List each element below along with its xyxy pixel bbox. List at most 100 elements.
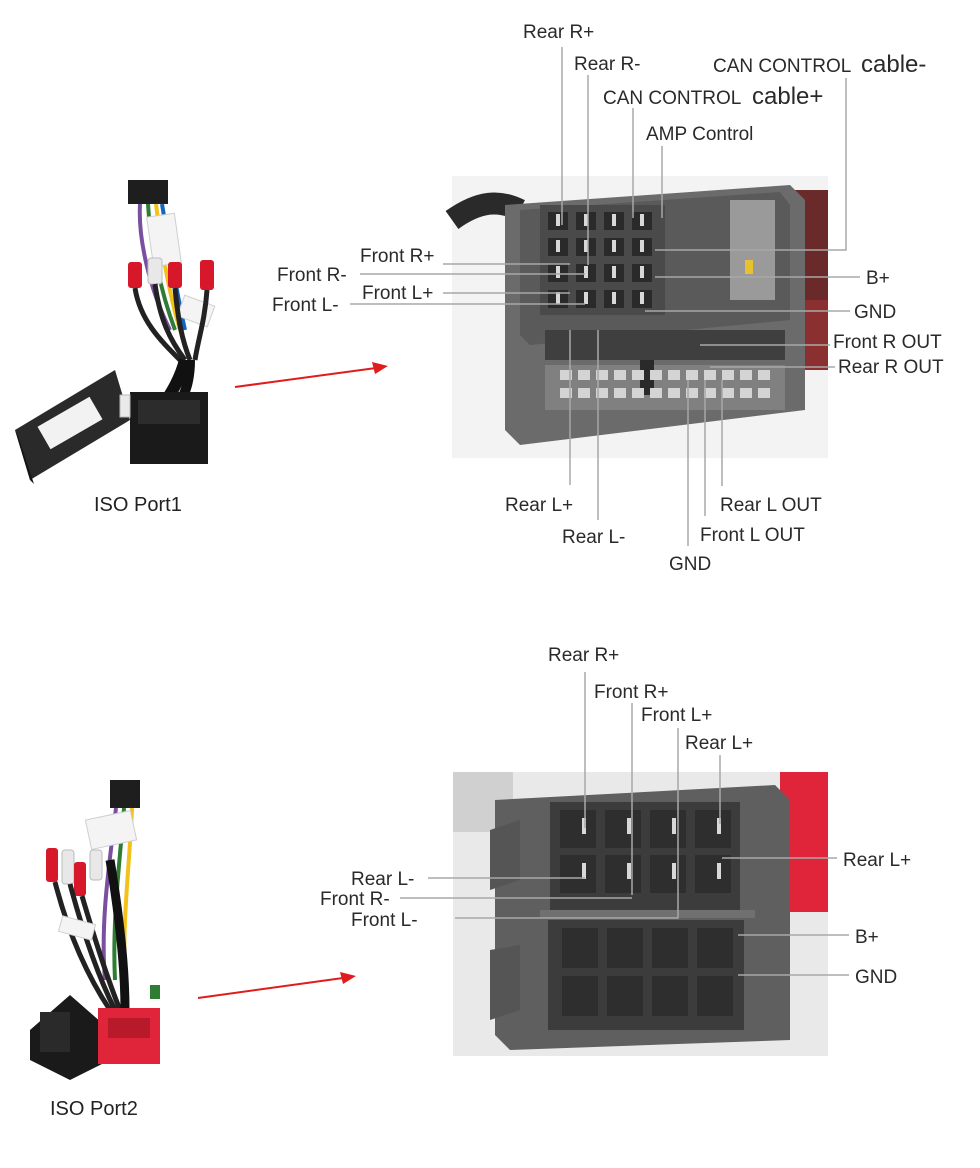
port2-pin xyxy=(672,818,676,834)
p1-label-front-r-minus: Front R- xyxy=(277,265,347,286)
port1-lower-pin-cell xyxy=(650,388,662,398)
port1-lower-pin-cell xyxy=(758,388,770,398)
port1-pin xyxy=(556,292,560,304)
port2-lower-pin-cell xyxy=(607,928,643,968)
port1-lower-pin-cell xyxy=(578,370,590,380)
port1-lower-pin-cell xyxy=(614,388,626,398)
port1-arrow xyxy=(234,362,388,388)
p1-label-rear-l-minus: Rear L- xyxy=(562,527,625,548)
p2-label-front-l-plus: Front L+ xyxy=(641,705,712,726)
port2-pin-cell xyxy=(695,810,731,848)
port1-lower-pin-cell xyxy=(758,370,770,380)
port1-pin xyxy=(640,266,644,278)
port2-lower-pin-cell xyxy=(652,928,688,968)
port1-lower-pin-cell xyxy=(668,388,680,398)
port2-leader-lines xyxy=(400,672,849,976)
p1-label-rear-r-minus: Rear R- xyxy=(574,54,641,75)
p1-label-amp-control: AMP Control xyxy=(646,124,753,145)
port1-lower-pin-cell xyxy=(668,370,680,380)
p2-label-front-r-plus: Front R+ xyxy=(594,682,668,703)
port1-lower-pin-cell xyxy=(578,388,590,398)
port1-pin xyxy=(556,240,560,252)
port1-name: ISO Port1 xyxy=(94,494,182,516)
port2-pin xyxy=(582,863,586,879)
port1-lower-pin-cell xyxy=(686,388,698,398)
p1-label-front-l-out: Front L OUT xyxy=(700,525,805,546)
port2-pin xyxy=(582,818,586,834)
port1-lower-pin-cell xyxy=(686,370,698,380)
port1-lower-pin-cell xyxy=(722,388,734,398)
port1-pin xyxy=(584,292,588,304)
p1-label-front-r-plus: Front R+ xyxy=(360,246,434,267)
port1-lower-pin-cell xyxy=(632,370,644,380)
port1-pin xyxy=(640,292,644,304)
port1-pin xyxy=(556,214,560,226)
port2-pin-cell xyxy=(560,855,596,893)
p1-label-can-cable-minus-b: cable- xyxy=(861,51,926,78)
port2-arrow xyxy=(197,972,356,999)
port1-pin xyxy=(612,214,616,226)
port2-lower-pin-cell xyxy=(652,976,688,1016)
port2-lower-pin-cell xyxy=(697,976,733,1016)
port1-lower-pin-cell xyxy=(650,370,662,380)
port2-pin-cell xyxy=(605,810,641,848)
p2-label-rear-l-minus: Rear L- xyxy=(351,869,414,890)
port2-pin xyxy=(672,863,676,879)
p1-label-can-cable-plus-b: cable+ xyxy=(752,83,823,110)
port1-pin xyxy=(556,266,560,278)
p2-label-rear-r-plus: Rear R+ xyxy=(548,645,619,666)
p2-label-rear-l-plus-top: Rear L+ xyxy=(685,733,753,754)
port1-harness xyxy=(15,180,216,484)
port1-pin xyxy=(640,214,644,226)
port2-pin-array xyxy=(560,810,733,1016)
port1-leader-lines xyxy=(350,47,860,546)
port2-pin xyxy=(717,863,721,879)
port1-pin-array xyxy=(548,212,652,308)
port2-lower-pin-cell xyxy=(562,928,598,968)
port1-lower-pin-array xyxy=(560,370,770,398)
port2-pin-cell xyxy=(695,855,731,893)
port2-lower-pin-cell xyxy=(697,928,733,968)
port2-pin-cell xyxy=(605,855,641,893)
p1-label-gnd-bottom: GND xyxy=(669,554,711,575)
p1-label-rear-r-plus: Rear R+ xyxy=(523,22,594,43)
port2-pin xyxy=(627,863,631,879)
p2-label-rear-l-plus-right: Rear L+ xyxy=(843,850,911,871)
p1-label-b-plus: B+ xyxy=(866,268,890,289)
port1-pin xyxy=(584,266,588,278)
port2-lower-pin-cell xyxy=(562,976,598,1016)
p1-label-front-r-out: Front R OUT xyxy=(833,332,942,353)
p1-label-rear-r-out: Rear R OUT xyxy=(838,357,944,378)
port2-pin-cell xyxy=(650,810,686,848)
port1-lower-pin-cell xyxy=(596,388,608,398)
p1-label-rear-l-plus: Rear L+ xyxy=(505,495,573,516)
p1-label-gnd: GND xyxy=(854,302,896,323)
port1-lower-pin-cell xyxy=(740,388,752,398)
p2-label-front-r-minus: Front R- xyxy=(320,889,390,910)
port2-harness xyxy=(30,780,160,1080)
port1-pin xyxy=(612,266,616,278)
port2-pin xyxy=(717,818,721,834)
p2-label-front-l-minus: Front L- xyxy=(351,910,418,931)
port1-lower-pin-cell xyxy=(704,370,716,380)
port1-lower-pin-cell xyxy=(614,370,626,380)
port2-pin-cell xyxy=(650,855,686,893)
port1-lower-pin-cell xyxy=(560,370,572,380)
p2-label-gnd: GND xyxy=(855,967,897,988)
port1-lower-pin-cell xyxy=(632,388,644,398)
port1-pin xyxy=(640,240,644,252)
p1-label-rear-l-out: Rear L OUT xyxy=(720,495,822,516)
port2-pin xyxy=(627,818,631,834)
port2-name: ISO Port2 xyxy=(50,1098,138,1120)
port1-pin xyxy=(584,214,588,226)
port1-lower-pin-cell xyxy=(596,370,608,380)
port1-lower-pin-cell xyxy=(740,370,752,380)
port1-lower-pin-cell xyxy=(722,370,734,380)
p2-label-b-plus: B+ xyxy=(855,927,879,948)
p1-label-can-cable-plus-a: CAN CONTROL xyxy=(603,88,741,109)
p1-label-front-l-plus: Front L+ xyxy=(362,283,433,304)
port1-pin xyxy=(612,292,616,304)
port2-lower-pin-cell xyxy=(607,976,643,1016)
port1-lower-pin-cell xyxy=(560,388,572,398)
